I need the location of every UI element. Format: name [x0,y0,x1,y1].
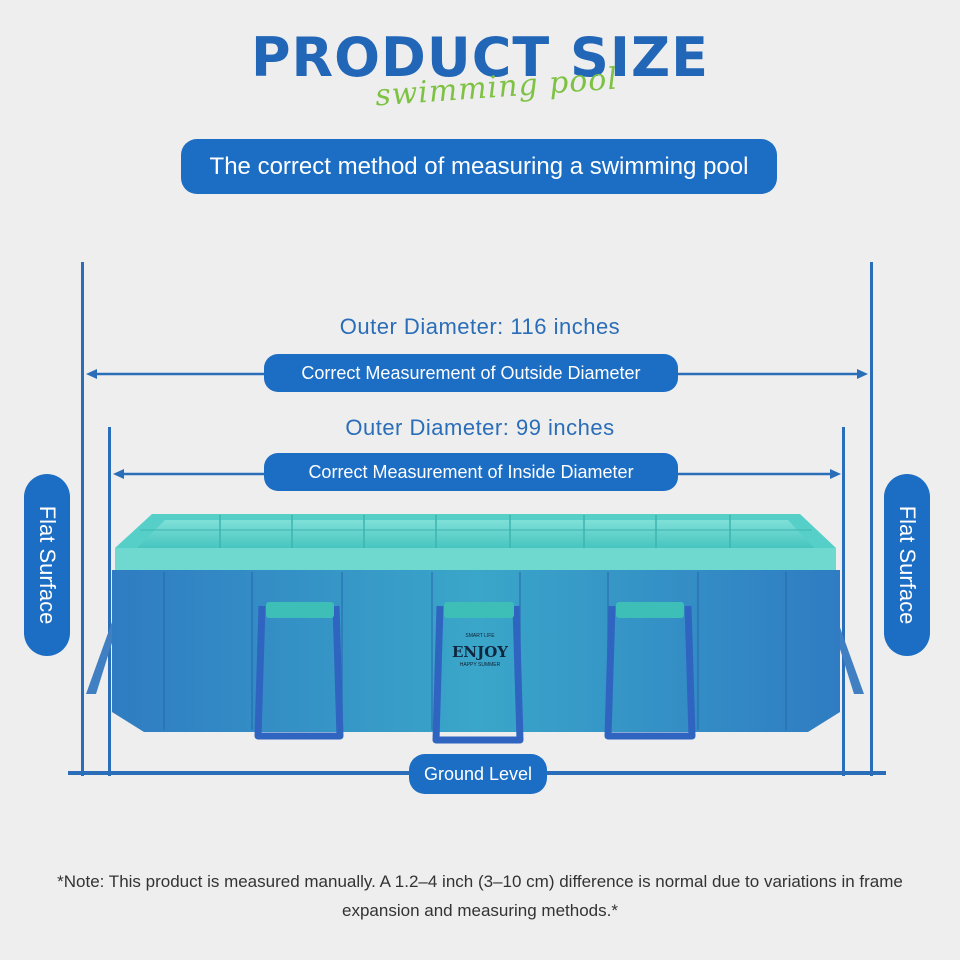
inside-measurement-label: Correct Measurement of Inside Diameter [264,453,678,491]
page-title: PRODUCT SIZE [250,26,710,89]
measurement-note: *Note: This product is measured manually… [57,872,903,920]
pool-logo-small-top: SMART LIFE [465,633,495,639]
outer-diameter-text: Outer Diameter: 116 inches [339,314,621,339]
flat-surface-left: Flat Surface [24,474,70,656]
pool-logo-brand: ENJOY [451,643,508,661]
flat-surface-right: Flat Surface [884,474,930,656]
outside-measurement-label: Correct Measurement of Outside Diameter [264,354,678,392]
method-banner: The correct method of measuring a swimmi… [181,139,777,194]
inner-diameter-text: Outer Diameter: 99 inches [345,415,615,440]
ground-level-label: Ground Level [409,754,547,794]
pool-logo-small-bottom: HAPPY SUMMER [459,662,501,668]
